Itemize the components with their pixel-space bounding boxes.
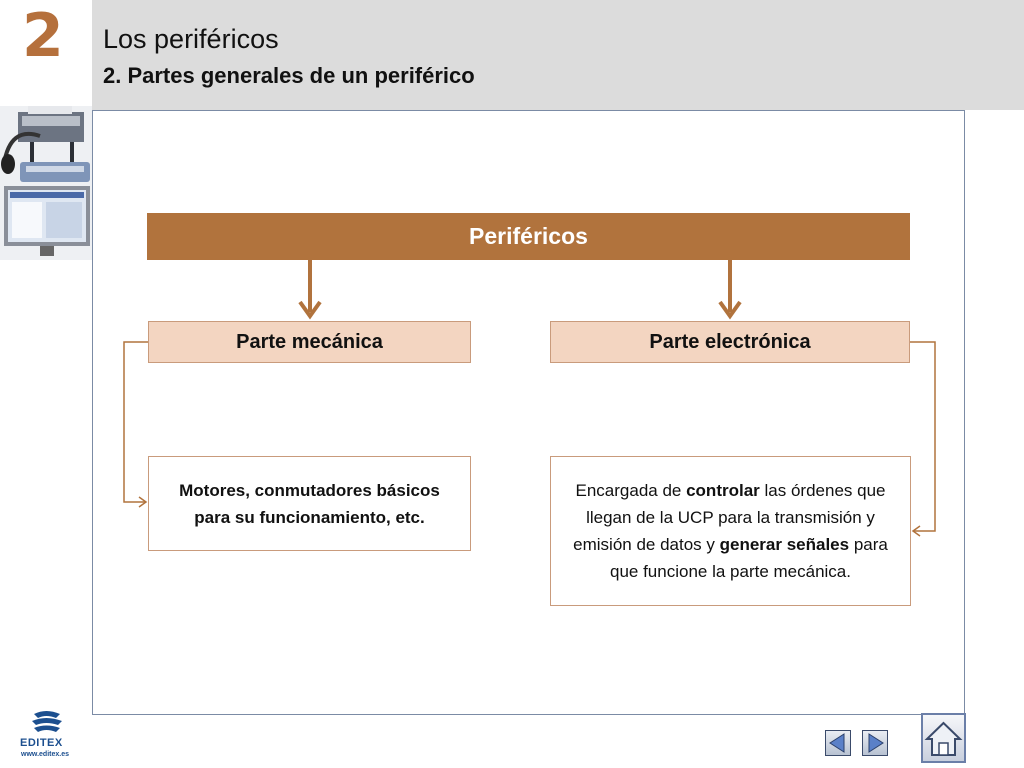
peripherals-illustration-icon (1, 106, 90, 256)
description-mecanica-text: Motores, conmutadores básicos para su fu… (179, 480, 440, 527)
logo-text: EDITEX (20, 737, 63, 749)
triangle-right-icon (868, 733, 884, 753)
content-frame (92, 110, 965, 715)
desc-text-1: Encargada de (575, 481, 687, 500)
triangle-left-icon (829, 733, 845, 753)
description-parte-electronica: Encargada de controlar las órdenes que l… (550, 456, 911, 606)
description-electronica-text: Encargada de controlar las órdenes que l… (563, 477, 898, 585)
desc-text-3: para que funcione la parte mecánica. (610, 535, 888, 581)
home-button[interactable] (921, 713, 966, 763)
page-subtitle: 2. Partes generales de un periférico (103, 63, 475, 88)
desc-bold-generar-senales: generar señales (719, 535, 850, 554)
node-parte-mecanica: Parte mecánica (148, 321, 471, 363)
editex-logo-icon (32, 711, 62, 732)
node-parte-electronica: Parte electrónica (550, 321, 910, 363)
peripherals-image (0, 106, 92, 260)
previous-slide-button[interactable] (825, 730, 851, 756)
chapter-number: 2 (22, 1, 64, 71)
next-slide-button[interactable] (862, 730, 888, 756)
desc-text-2: las órdenes que llegan de la UCP para la… (573, 481, 886, 554)
page-title: Los periféricos (103, 24, 279, 54)
logo-url: www.editex.es (21, 751, 69, 758)
header-band (92, 0, 1024, 110)
house-icon (924, 721, 963, 756)
root-node-perifericos: Periféricos (147, 213, 910, 260)
description-parte-mecanica: Motores, conmutadores básicos para su fu… (148, 456, 471, 551)
desc-bold-controlar: controlar (686, 481, 760, 500)
